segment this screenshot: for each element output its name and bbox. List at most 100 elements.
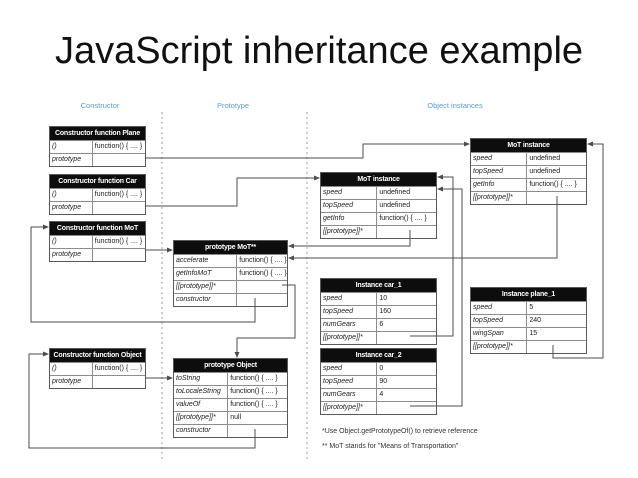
mot-instance-top-value-0: undefined <box>529 155 561 162</box>
prototype-object-key-2: valueOf <box>174 399 229 411</box>
ctor-car-row-1: prototype <box>50 201 145 214</box>
prototype-mot-row-2: [[prototype]]* <box>174 280 287 293</box>
instance-car-2-title: Instance car_2 <box>321 349 436 362</box>
page-title: JavaScript inheritance example <box>54 30 584 72</box>
prototype-mot-key-1: getInfoMoT <box>174 268 238 280</box>
prototype-mot-value-3 <box>237 294 287 306</box>
wire-plane-prototype-to-mot-instance-top <box>146 141 470 159</box>
prototype-object-key-4: constructor <box>174 425 229 437</box>
ctor-plane-value-0: function() { .... } <box>94 143 143 150</box>
ctor-plane-key-0: () <box>50 141 93 153</box>
instance-plane-1-row-3: [[prototype]]* <box>471 340 586 353</box>
prototype-object-value-2: function() { .... } <box>230 401 278 408</box>
box-ctor-plane: Constructor function Plane()function() {… <box>49 126 146 167</box>
prototype-mot-value-2 <box>237 281 287 293</box>
instance-car-2-value-0: 0 <box>379 365 384 372</box>
prototype-mot-value-1: function() { .... } <box>239 270 287 277</box>
ctor-car-row-0: ()function() { .... } <box>50 188 145 201</box>
ctor-object-row-1: prototype <box>50 375 145 388</box>
mot-instance-mid-key-2: getInfo <box>321 213 378 225</box>
instance-car-2-key-3: [[prototype]]* <box>321 402 378 414</box>
prototype-object-value-0: function() { .... } <box>230 375 278 382</box>
mot-instance-top-key-2: getInfo <box>471 179 528 191</box>
prototype-object-row-3: [[prototype]]*null <box>174 411 287 424</box>
footnote-mot-meaning: ** MoT stands for "Means of Transportati… <box>322 443 459 450</box>
mot-instance-top-title: MoT instance <box>471 139 586 152</box>
mot-instance-mid-row-3: [[prototype]]* <box>321 225 436 238</box>
instance-car-1-value-1: 160 <box>379 308 392 315</box>
mot-instance-top-key-3: [[prototype]]* <box>471 192 528 204</box>
mot-instance-top-row-3: [[prototype]]* <box>471 191 586 204</box>
instance-plane-1-value-3 <box>527 341 586 353</box>
footnote-get-prototype-of: *Use Object.getPrototypeOf() to retrieve… <box>322 428 478 435</box>
mot-instance-mid-key-0: speed <box>321 187 378 199</box>
mot-instance-top-value-3 <box>527 192 586 204</box>
ctor-object-key-0: () <box>50 363 93 375</box>
instance-plane-1-key-2: wingSpan <box>471 328 528 340</box>
ctor-car-title: Constructor function Car <box>50 175 145 188</box>
prototype-mot-key-0: accelerate <box>174 255 238 267</box>
mot-instance-mid-key-3: [[prototype]]* <box>321 226 378 238</box>
prototype-object-value-3: null <box>230 414 242 421</box>
ctor-car-key-0: () <box>50 189 93 201</box>
box-ctor-object: Constructor function Object()function() … <box>49 348 146 389</box>
instance-car-1-key-2: numGears <box>321 319 378 331</box>
mot-instance-top-value-1: undefined <box>529 168 561 175</box>
ctor-mot-value-0: function() { .... } <box>94 238 143 245</box>
mot-instance-mid-title: MoT instance <box>321 173 436 186</box>
instance-car-1-key-3: [[prototype]]* <box>321 332 378 344</box>
prototype-object-value-4 <box>228 425 287 437</box>
mot-instance-top-value-2: function() { .... } <box>529 181 577 188</box>
instance-plane-1-key-1: topSpeed <box>471 315 528 327</box>
prototype-object-key-1: toLocaleString <box>174 386 229 398</box>
prototype-object-key-0: toString <box>174 373 229 385</box>
column-label-prototype: Prototype <box>216 101 250 110</box>
mot-instance-mid-value-0: undefined <box>379 189 411 196</box>
instance-car-1-value-3 <box>377 332 436 344</box>
ctor-mot-row-1: prototype <box>50 248 145 261</box>
prototype-object-row-4: constructor <box>174 424 287 437</box>
ctor-mot-key-0: () <box>50 236 93 248</box>
column-label-object-instances: Object instances <box>427 101 483 110</box>
mot-instance-mid-value-3 <box>377 226 436 238</box>
mot-instance-mid-key-1: topSpeed <box>321 200 378 212</box>
instance-car-2-key-0: speed <box>321 363 378 375</box>
box-ctor-car: Constructor function Car()function() { .… <box>49 174 146 215</box>
instance-car-1-value-2: 6 <box>379 321 384 328</box>
prototype-mot-key-3: constructor <box>174 294 238 306</box>
instance-plane-1-key-0: speed <box>471 302 528 314</box>
prototype-mot-title: prototype MoT** <box>174 241 287 254</box>
instance-plane-1-value-2: 15 <box>529 330 538 337</box>
instance-car-2-key-1: topSpeed <box>321 376 378 388</box>
prototype-object-title: prototype Object <box>174 359 287 372</box>
instance-plane-1-key-3: [[prototype]]* <box>471 341 528 353</box>
ctor-plane-title: Constructor function Plane <box>50 127 145 140</box>
prototype-object-key-3: [[prototype]]* <box>174 412 229 424</box>
instance-car-1-key-1: topSpeed <box>321 306 378 318</box>
instance-plane-1-value-1: 240 <box>529 317 542 324</box>
instance-car-2-value-1: 90 <box>379 378 388 385</box>
ctor-object-value-1 <box>93 376 145 388</box>
instance-car-1-title: Instance car_1 <box>321 279 436 292</box>
